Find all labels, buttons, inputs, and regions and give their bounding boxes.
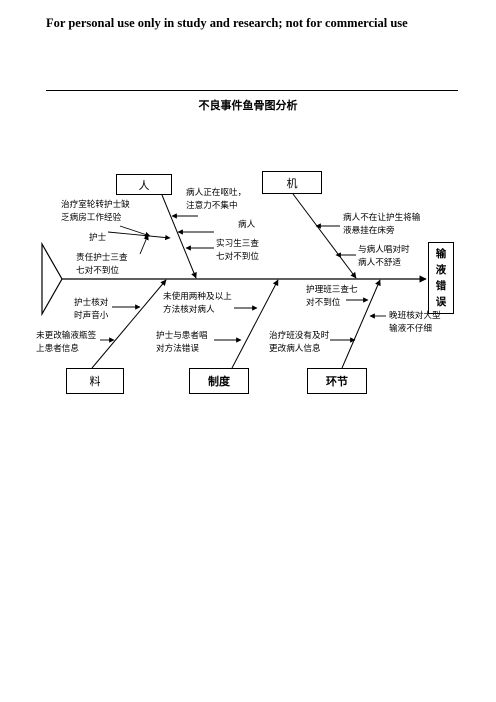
cause-c11: 未使用两种及以上方法核对病人 — [163, 292, 232, 315]
cause-c7: 病人不在让护生将输液悬挂在床旁 — [343, 213, 421, 236]
category-machine-label: 机 — [286, 176, 298, 190]
cause-c1: 治疗室轮转护士缺乏病房工作经验 — [61, 200, 130, 223]
fish-tail — [41, 241, 63, 317]
effect-char-2: 液 — [435, 264, 447, 276]
category-environment-box: 环节 — [307, 368, 367, 394]
cause-c4: 病人正在呕吐，注意力不集中 — [186, 188, 247, 211]
category-system-label: 制度 — [208, 375, 230, 388]
cause-c3: 责任护士三查七对不到位 — [76, 253, 128, 276]
cause-c5: 病人 — [238, 220, 256, 230]
category-material-box: 料 — [66, 368, 124, 394]
bone-people — [161, 194, 197, 279]
arrow-c1 — [119, 225, 151, 238]
category-people-label: 人 — [138, 178, 150, 192]
cause-c10: 未更改输液瓶签上患者信息 — [36, 331, 97, 354]
cause-c8: 与病人唱对时病人不舒适 — [358, 245, 410, 268]
category-system-box: 制度 — [189, 368, 249, 394]
cause-c14: 治疗班没有及时更改病人信息 — [269, 331, 330, 354]
disclaimer-text: For personal use only in study and resea… — [46, 16, 408, 30]
cause-c9: 护士核对时声音小 — [74, 298, 109, 321]
category-environment-label: 环节 — [326, 375, 348, 388]
header-rule — [46, 90, 458, 91]
bone-machine — [292, 193, 357, 279]
effect-char-1: 输 — [435, 248, 447, 260]
arrow-c3 — [139, 234, 149, 255]
diagram-title: 不良事件鱼骨图分析 — [198, 99, 298, 112]
effect-box: 输 液 错 误 — [428, 242, 454, 314]
effect-char-4: 误 — [435, 296, 447, 308]
cause-c15: 晚班核对大型输液不仔细 — [389, 311, 441, 334]
cause-c13: 护理班三查七对不到位 — [306, 285, 358, 308]
bone-system — [231, 279, 279, 369]
effect-char-3: 错 — [435, 280, 447, 292]
cause-c12: 护士与患者唱对方法错误 — [156, 331, 208, 354]
bone-environment — [341, 279, 381, 369]
cause-c2: 护士 — [89, 233, 107, 243]
arrow-c2 — [107, 231, 171, 241]
cause-c6: 实习生三查七对不到位 — [216, 239, 259, 262]
category-people-box: 人 — [116, 174, 172, 195]
bone-material — [91, 279, 167, 369]
category-material-label: 料 — [89, 375, 101, 388]
category-machine-box: 机 — [262, 171, 322, 194]
